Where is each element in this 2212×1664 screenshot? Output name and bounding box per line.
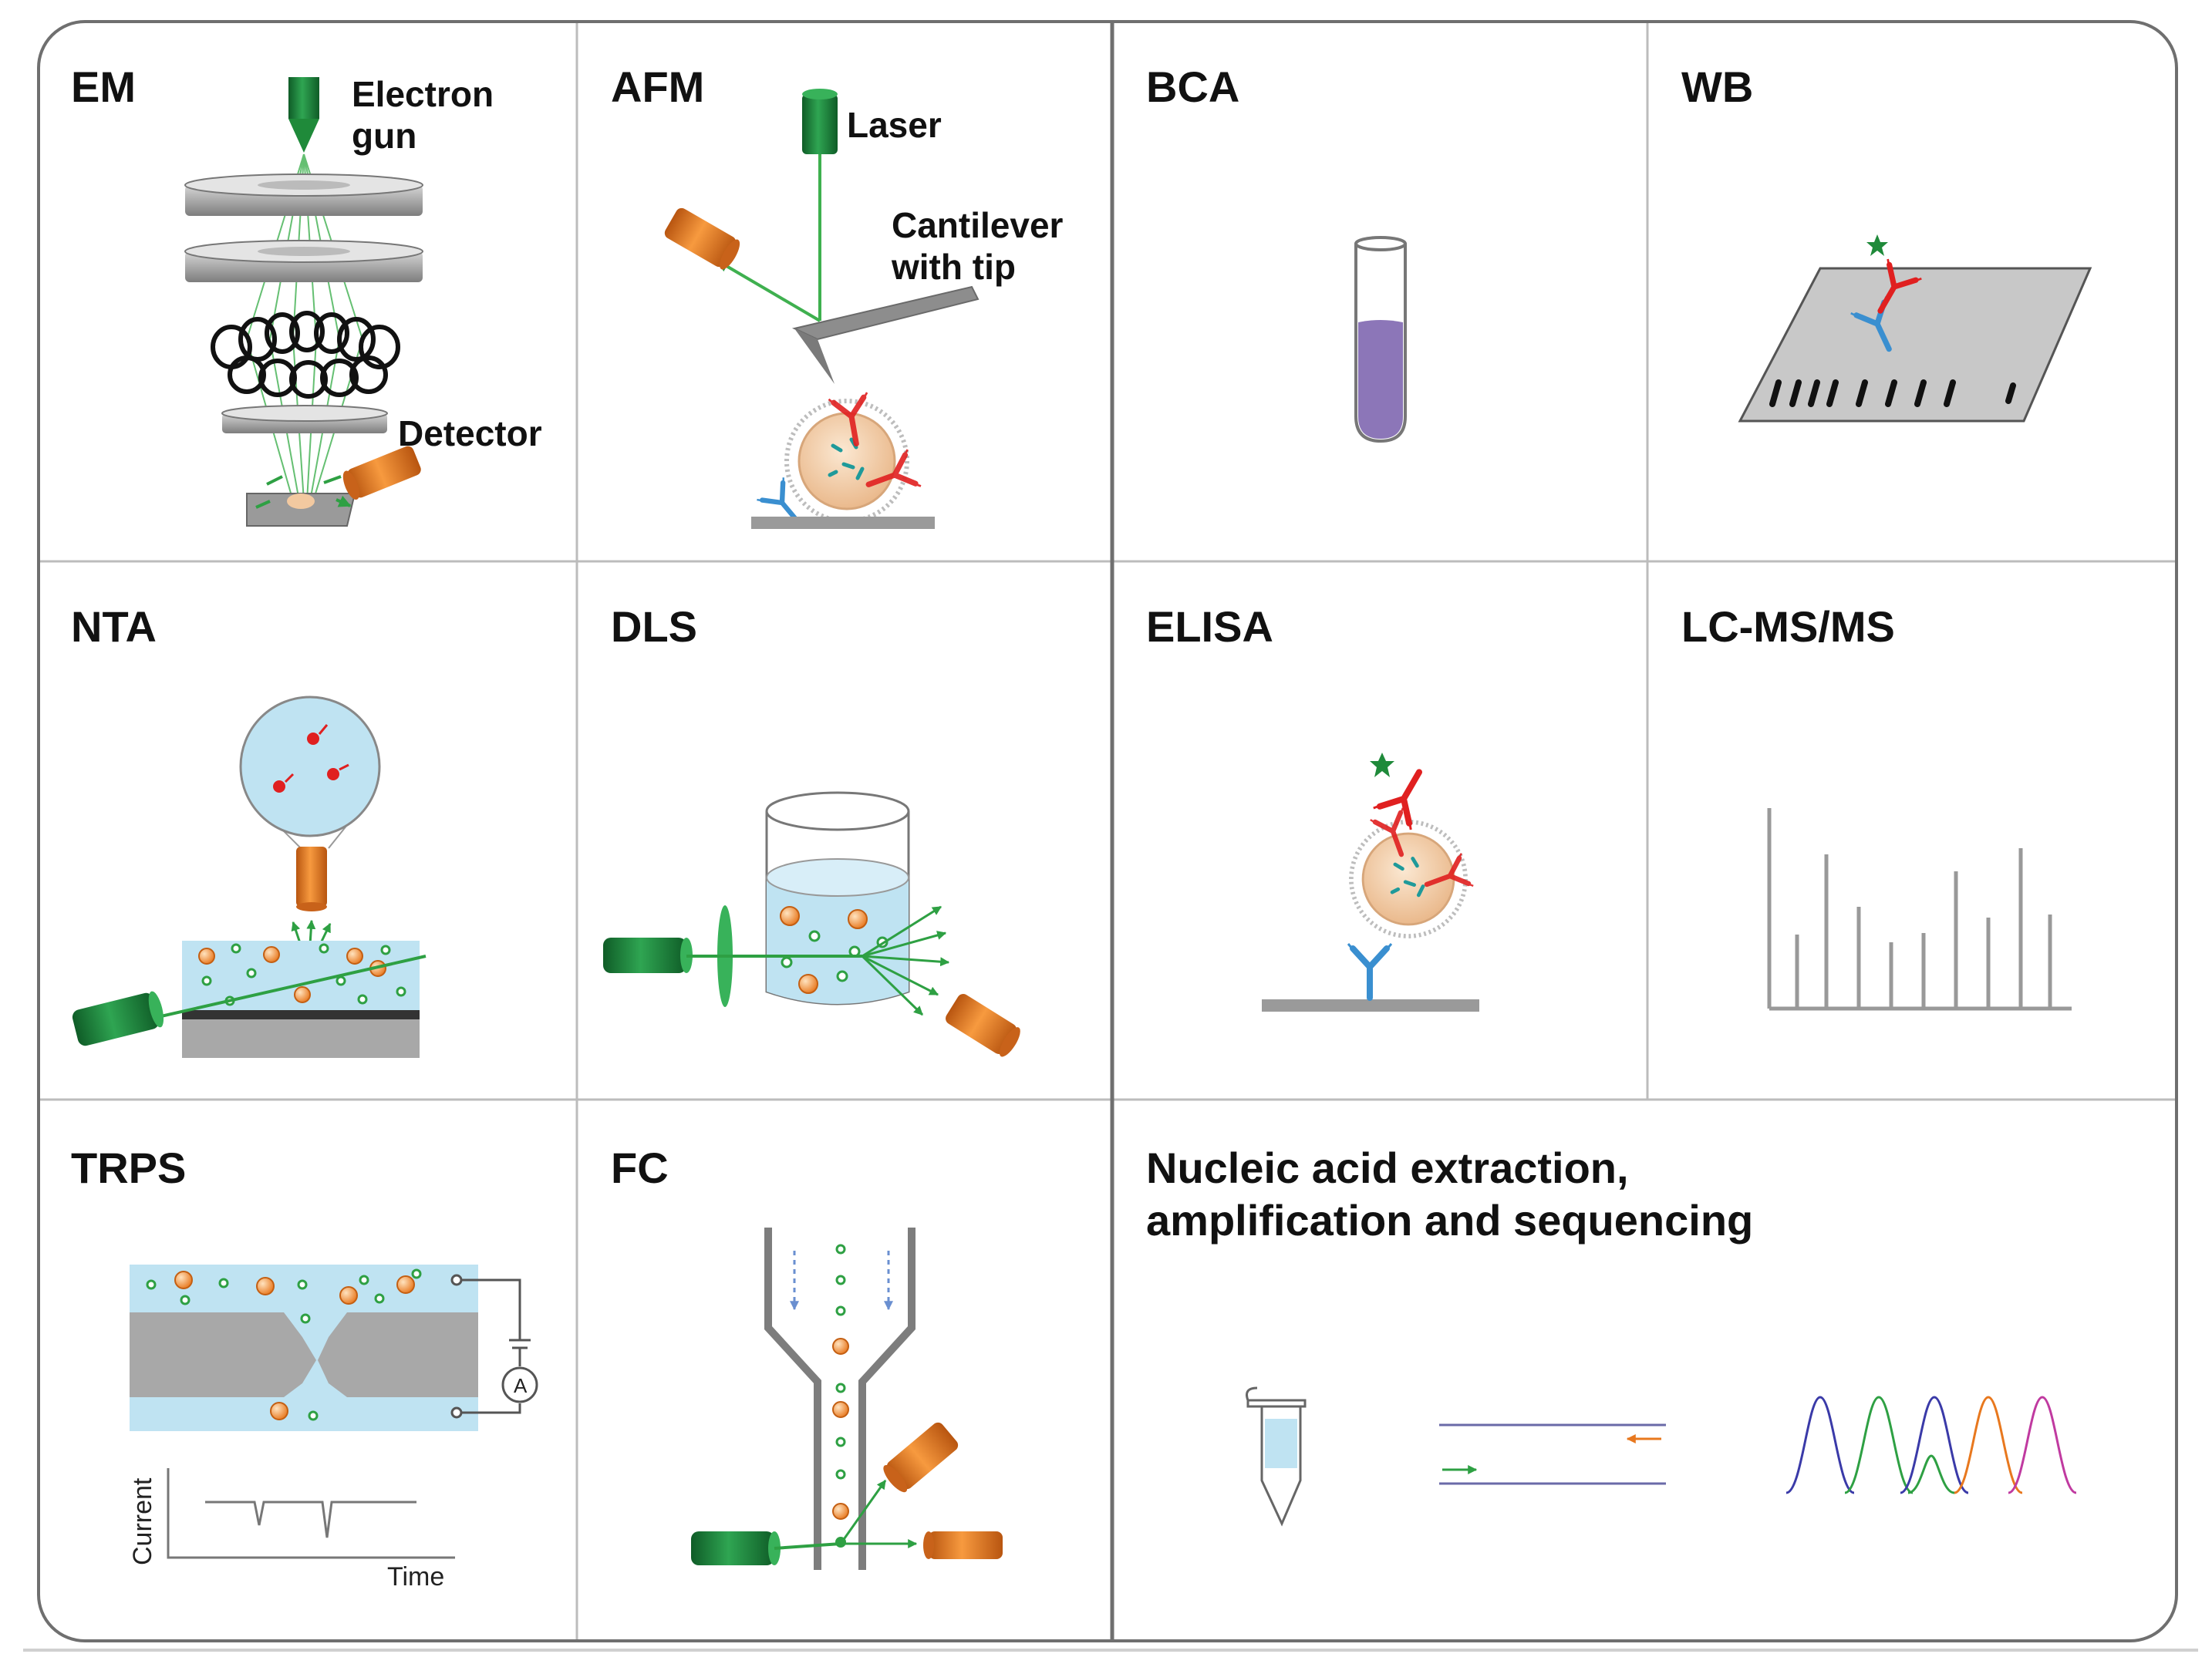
em-sample-stage <box>246 475 355 527</box>
panel-fc: FC <box>611 1144 1003 1570</box>
microtube-icon <box>1246 1386 1307 1527</box>
detector-icon <box>342 446 421 500</box>
panel-em: EM Electron gun <box>71 62 542 527</box>
grid-lines <box>40 23 2175 1639</box>
detector-icon <box>946 994 1020 1057</box>
panel-elisa: ELISA <box>1146 602 1479 1012</box>
panel-wb: WB <box>1681 62 2092 423</box>
panel-title-bca: BCA <box>1146 62 1239 111</box>
beaker-icon <box>765 791 910 1005</box>
lens-disc-1 <box>184 173 423 216</box>
panel-nucleic-acid: Nucleic acid extraction, amplification a… <box>1146 1144 2077 1527</box>
chromatogram-icon <box>1785 1396 2077 1494</box>
fluorophore-icon <box>1370 753 1394 777</box>
panel-title-afm: AFM <box>611 62 704 111</box>
panel-title-fc: FC <box>611 1144 669 1192</box>
panel-afm: AFM Laser Cantilever with tip <box>611 62 1064 533</box>
nanopore-icon: A <box>130 1265 538 1431</box>
panel-nta: NTA <box>71 602 427 1058</box>
camera-icon <box>296 847 327 911</box>
cantilever-label-2: with tip <box>891 247 1016 287</box>
magnetic-coils <box>211 311 400 399</box>
lens-disc-3 <box>221 405 388 433</box>
detector-icon <box>923 1531 1003 1559</box>
current-trace-plot: Current Time <box>128 1468 455 1592</box>
electrode-circuit <box>450 1274 538 1419</box>
panel-title-trps: TRPS <box>71 1144 186 1192</box>
laser-icon <box>72 991 164 1046</box>
plate-surface <box>1262 999 1479 1012</box>
panel-title-elisa: ELISA <box>1146 602 1273 651</box>
panel-title-lcms: LC-MS/MS <box>1681 602 1895 651</box>
laser-icon <box>691 1531 781 1565</box>
panel-dls: DLS <box>603 602 1020 1057</box>
fluorophore-icon <box>1866 234 1888 256</box>
mass-spectrum-icon <box>1767 808 2072 1011</box>
panel-title-dls: DLS <box>611 602 697 651</box>
flow-channel-icon <box>764 1228 915 1570</box>
electron-gun-icon <box>288 77 319 153</box>
lens-disc-2 <box>184 240 423 282</box>
detector-icon <box>883 1422 959 1493</box>
cantilever-label-1: Cantilever <box>892 205 1064 245</box>
cantilever-icon <box>791 285 980 384</box>
panel-title-nucleic-2: amplification and sequencing <box>1146 1196 1753 1245</box>
test-tube-icon <box>1354 236 1407 443</box>
panel-title-nta: NTA <box>71 602 157 651</box>
panel-title-wb: WB <box>1681 62 1753 111</box>
panel-title-nucleic-1: Nucleic acid extraction, <box>1146 1144 1629 1192</box>
sample-chamber <box>153 941 427 1058</box>
photodetector-icon <box>664 207 740 270</box>
y-axis-label: Current <box>128 1477 157 1565</box>
panel-trps: TRPS A <box>71 1144 538 1592</box>
primer-icon <box>1439 1423 1666 1485</box>
afm-substrate <box>751 517 935 529</box>
figure-frame <box>37 20 2178 1642</box>
panel-title-em: EM <box>71 62 136 111</box>
electron-gun-label-1: Electron <box>352 74 494 114</box>
magnified-view <box>239 696 381 849</box>
membrane-icon <box>1738 267 2092 423</box>
electron-gun-label-2: gun <box>352 116 416 156</box>
x-axis-label: Time <box>387 1562 444 1592</box>
laser-icon <box>802 89 838 154</box>
ammeter-label: A <box>514 1374 528 1397</box>
vesicle-icon <box>787 401 907 521</box>
laser-icon <box>603 938 693 973</box>
laser-label: Laser <box>847 105 942 145</box>
panel-bca: BCA <box>1146 62 1407 443</box>
panel-lcms: LC-MS/MS <box>1681 602 2072 1011</box>
detector-label: Detector <box>398 413 542 453</box>
